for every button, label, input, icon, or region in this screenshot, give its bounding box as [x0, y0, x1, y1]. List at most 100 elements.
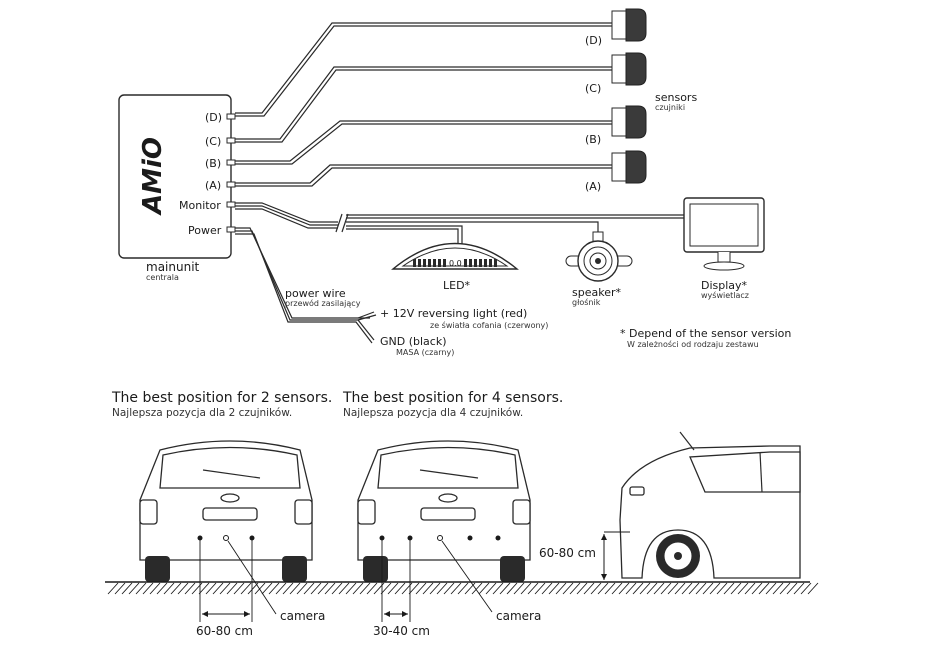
- camera-dot: [437, 535, 443, 541]
- ground-hatch: [422, 582, 434, 595]
- led-bar: [474, 259, 477, 267]
- ground-hatch: [660, 582, 672, 595]
- ground-hatch: [590, 582, 602, 595]
- main-unit: AMiO (D) (C) (B) (A) Monitor Power mainu…: [118, 94, 236, 282]
- ground-hatch: [366, 582, 378, 595]
- sensor-dot: [495, 535, 501, 541]
- ground-hatch: [464, 582, 476, 595]
- ground-hatch: [702, 582, 714, 595]
- ground-hatch: [716, 582, 728, 595]
- ground-hatch: [156, 582, 168, 595]
- ground-hatch: [324, 582, 336, 595]
- led-bar: [433, 259, 436, 267]
- ground-hatch: [807, 582, 819, 595]
- plus-12v-label: + 12V reversing light (red): [380, 307, 527, 320]
- sensor-d-label: (D): [585, 34, 602, 47]
- ground-hatch: [527, 582, 539, 595]
- ground-hatch: [611, 582, 623, 595]
- ground-hatch: [555, 582, 567, 595]
- ground-hatch: [247, 582, 259, 595]
- ground-hatch: [282, 582, 294, 595]
- mainunit-sublabel: centrala: [146, 273, 179, 282]
- ground-hatch: [723, 582, 735, 595]
- ground-hatch: [737, 582, 749, 595]
- ground-hatch: [695, 582, 707, 595]
- sensor-a-label: (A): [585, 180, 601, 193]
- led-bar: [438, 259, 441, 267]
- ground-hatch: [408, 582, 420, 595]
- car-rear-four-sensors: [357, 440, 531, 582]
- ground-hatch: [674, 582, 686, 595]
- ground-hatch: [541, 582, 553, 595]
- ground-hatch: [436, 582, 448, 595]
- ground-hatch: [205, 582, 217, 595]
- ground-hatch: [604, 582, 616, 595]
- led-bar: [418, 259, 421, 267]
- ground-hatch: [331, 582, 343, 595]
- ground-hatch: [499, 582, 511, 595]
- brand-logo: AMiO: [138, 137, 168, 216]
- four-sensors-title: The best position for 4 sensors.: [342, 390, 563, 406]
- ground-hatch: [653, 582, 665, 595]
- sensor-a: [611, 150, 647, 184]
- led-readout: 0.0: [449, 259, 462, 268]
- speaker: [565, 231, 633, 282]
- ground-hatch: [583, 582, 595, 595]
- speaker-label: speaker*: [572, 286, 621, 299]
- sensor-b-label: (B): [585, 133, 601, 146]
- led-bar: [428, 259, 431, 267]
- ground-hatch: [268, 582, 280, 595]
- ground-hatch: [345, 582, 357, 595]
- ground-hatch: [744, 582, 756, 595]
- ground-hatch: [625, 582, 637, 595]
- ground-hatch: [261, 582, 273, 595]
- led-bar: [484, 259, 487, 267]
- display-sublabel: wyświetlacz: [701, 290, 749, 300]
- ground-hatch: [107, 582, 119, 595]
- ground-hatch: [149, 582, 161, 595]
- ground-hatch: [618, 582, 630, 595]
- port-c-label: (C): [205, 135, 221, 148]
- sensors-subtitle: czujniki: [655, 103, 685, 112]
- ground-hatch: [121, 582, 133, 595]
- led-bar: [479, 259, 482, 267]
- ground-hatch: [765, 582, 777, 595]
- led-bar: [489, 259, 492, 267]
- led-bar: [443, 259, 446, 267]
- height-label: 60-80 cm: [539, 546, 596, 560]
- ground-hatch: [128, 582, 140, 595]
- camera-label-two: camera: [280, 609, 325, 623]
- led-bars-right: [464, 259, 497, 267]
- ground-hatch: [212, 582, 224, 595]
- ground-hatch: [639, 582, 651, 595]
- ground-hatch: [646, 582, 658, 595]
- ground-hatch: [303, 582, 315, 595]
- camera-dot: [223, 535, 229, 541]
- ground-hatch: [429, 582, 441, 595]
- port-monitor-label: Monitor: [179, 199, 221, 212]
- ground-hatch: [387, 582, 399, 595]
- power-wires: [235, 227, 377, 344]
- ground-hatch: [751, 582, 763, 595]
- ground-hatch: [380, 582, 392, 595]
- ground-hatch: [569, 582, 581, 595]
- ground-hatch: [191, 582, 203, 595]
- ground-hatch: [198, 582, 210, 595]
- ground-hatch: [758, 582, 770, 595]
- sensor-dot: [379, 535, 385, 541]
- display-label: Display*: [701, 279, 748, 292]
- ground-hatch: [534, 582, 546, 595]
- plus-12v-sublabel: ze światła cofania (czerwony): [430, 320, 548, 330]
- ground-hatch: [415, 582, 427, 595]
- ground-hatch: [135, 582, 147, 595]
- display-monitor: [683, 197, 765, 271]
- ground-hatch: [338, 582, 350, 595]
- ground-hatch: [170, 582, 182, 595]
- ground-hatch: [142, 582, 154, 595]
- gnd-sublabel: MASA (czarny): [396, 348, 454, 357]
- ground-hatch: [352, 582, 364, 595]
- mainunit-label: mainunit: [146, 260, 200, 274]
- ground-hatch: [709, 582, 721, 595]
- ground-hatch: [240, 582, 252, 595]
